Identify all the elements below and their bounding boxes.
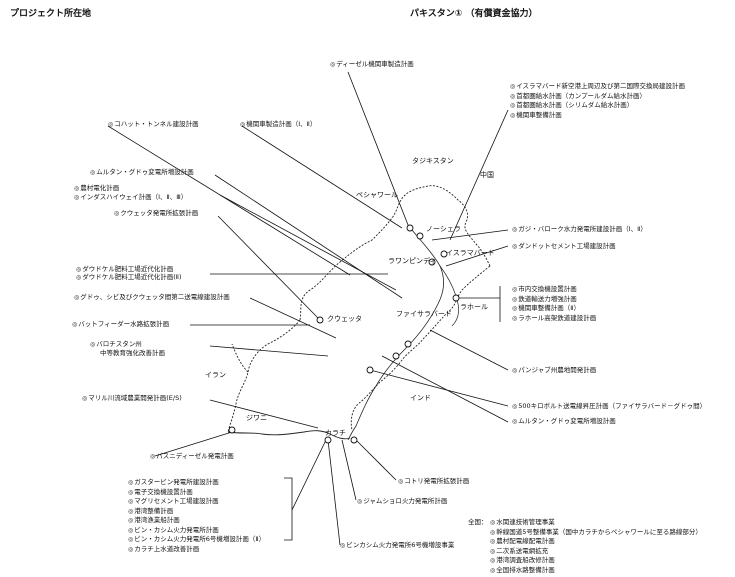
project-balochistan-1: ◎バロチスタン州 <box>90 340 142 348</box>
project-bin-qasim: ◎ビンカシム火力発電所6号機増設事業 <box>340 541 455 549</box>
project-multan-guddu-bottom: ◎ムルタン・グドゥ変電所増設計画 <box>512 417 616 425</box>
project-rural-electrification: ◎農村電化計画 <box>74 184 120 192</box>
list-item: ◎首都圏給水計画（シリムダム給水計画） <box>510 101 634 109</box>
page-title-left: プロジェクト所在地 <box>10 9 92 19</box>
project-kotri: ◎コトリ発電所拡張計画 <box>398 477 470 485</box>
project-indus-highway: ◎インダスハイウェイ計画（Ⅰ、Ⅱ、Ⅲ） <box>74 193 188 201</box>
list-item: ◎カラチ上水道改善計画 <box>128 544 200 553</box>
list-item: ◎ビン・カシム火力発電所6号機増設計画（Ⅱ） <box>128 535 266 543</box>
group-nationwide: ◎水関連技術管理事業 ◎幹線国道5号整備事業（国中カラチからペシャワールに至る路… <box>490 518 702 575</box>
project-guddu-sibi: ◎グドゥ、シビ及びクウェッタ間第二送電線建設計画 <box>74 293 230 301</box>
label-india: インド <box>410 394 431 402</box>
group-nationwide-label: 全国： <box>468 518 488 526</box>
city-quetta: クウェッタ <box>327 315 362 323</box>
list-item: ◎水関連技術管理事業 <box>490 518 555 526</box>
list-item: ◎電子交換機設置計画 <box>128 487 193 496</box>
list-item: ◎港湾調査船改修計画 <box>490 556 555 564</box>
project-loco-mfg: ◎機関車製造計画（Ⅰ、Ⅱ） <box>240 120 317 128</box>
project-quetta-power: ◎クウェッタ発電所拡張計画 <box>114 209 199 217</box>
list-item: ◎幹線国道5号整備事業（国中カラチからペシャワールに至る路線部分） <box>490 527 702 536</box>
list-item: ◎首都圏給水計画（カンプールダム給水計画） <box>510 91 647 100</box>
list-item: ◎機関車整備計画（Ⅱ） <box>512 304 580 312</box>
project-transmission-500: ◎500キロボルト送電線昇圧計画（ファイサラバード－グドゥ間） <box>512 402 707 410</box>
list-item: ◎ビン・カシム火力発電所計画 <box>128 525 219 534</box>
page-title-right: パキスタン① （有償資金協力） <box>410 9 538 19</box>
list-item: ◎二次系送電網拡充 <box>490 546 549 555</box>
project-daudkhel-2: ◎ダウドケル肥料工場近代化計画(Ⅱ) <box>76 273 182 281</box>
list-item: ◎農村配電線配電計画 <box>490 537 555 545</box>
label-china: 中国 <box>480 171 494 179</box>
project-balochistan-2: 中等教育強化改善計画 <box>100 349 165 357</box>
project-jamshoro: ◎ジャムショロ火力発電所計画 <box>357 497 448 505</box>
city-nowshera: ノーシェラ <box>426 225 461 233</box>
project-battfeeder: ◎バットフィーダー水路拡張計画 <box>72 320 170 328</box>
project-multan-guddu-top: ◎ムルタン・グドゥ変電所増設計画 <box>90 168 194 176</box>
city-lahore: ラホール <box>460 303 488 311</box>
project-ghazi-barotha: ◎ガジ・バローク水力発電所建設計画（Ⅰ、Ⅱ） <box>512 225 647 233</box>
list-item: ◎ガスタービン発電所建設計画 <box>128 478 219 486</box>
list-item: ◎イスラマバード新空港上周辺及び第二国際交換局建設計画 <box>510 82 686 90</box>
list-item: ◎ラホール高架鉄道建設計画 <box>512 313 597 322</box>
project-daudkhel-1: ◎ダウドケル肥料工場近代化計画 <box>76 265 174 273</box>
list-item: ◎鉄道輸送力増強計画 <box>512 294 577 303</box>
project-pasni: ◎パスニディーゼル発電計画 <box>150 452 234 460</box>
list-item: ◎マグリセメント工場建設計画 <box>128 497 219 505</box>
city-karachi: カラチ <box>325 429 346 437</box>
leader-lines <box>107 71 509 546</box>
project-dandot: ◎ダンドットセメント工場建設計画 <box>512 242 616 250</box>
project-mirani: ◎マリル川流域農業開発計画(E/S) <box>82 394 182 402</box>
list-item: ◎市内交換機設置計画 <box>512 285 577 293</box>
list-item: ◎全国排水路整備計画 <box>490 565 555 574</box>
city-islamabad: イスラマバード <box>446 249 495 257</box>
label-iran: イラン <box>205 371 226 379</box>
city-rawalpindi: ラワンピンディ <box>388 257 437 265</box>
project-kohat-tunnel: ◎コハット・トンネル建設計画 <box>108 120 199 128</box>
group-karachi: ◎ガスタービン発電所建設計画 ◎電子交換機設置計画 ◎マグリセメント工場建設計画… <box>128 478 265 554</box>
list-item: ◎港湾漁業船計画 <box>128 516 180 524</box>
project-punjab-rural: ◎パンジャブ州農地開発計画 <box>512 366 597 374</box>
project-diesel-factory: ◎ディーゼル機関車製造計画 <box>330 60 414 68</box>
label-tajikistan: タジキスタン <box>412 157 454 165</box>
city-markers <box>228 224 460 444</box>
group-islamabad: ◎イスラマバード新空港上周辺及び第二国際交換局建設計画 ◎首都圏給水計画（カンプ… <box>510 82 685 120</box>
city-faisalabad: ファイサラバード <box>396 310 452 318</box>
country-borders <box>227 185 491 433</box>
list-item: ◎港湾整備計画 <box>128 506 174 515</box>
group-lahore: ◎市内交換機設置計画 ◎鉄道輸送力増強計画 ◎機関車整備計画（Ⅱ） ◎ラホール高… <box>512 285 596 323</box>
city-jiwani: ジワニ <box>246 414 267 422</box>
list-item: ◎機関車整備計画 <box>510 110 562 119</box>
city-peshawar: ペシャワール <box>356 191 398 199</box>
coastline <box>227 430 351 440</box>
